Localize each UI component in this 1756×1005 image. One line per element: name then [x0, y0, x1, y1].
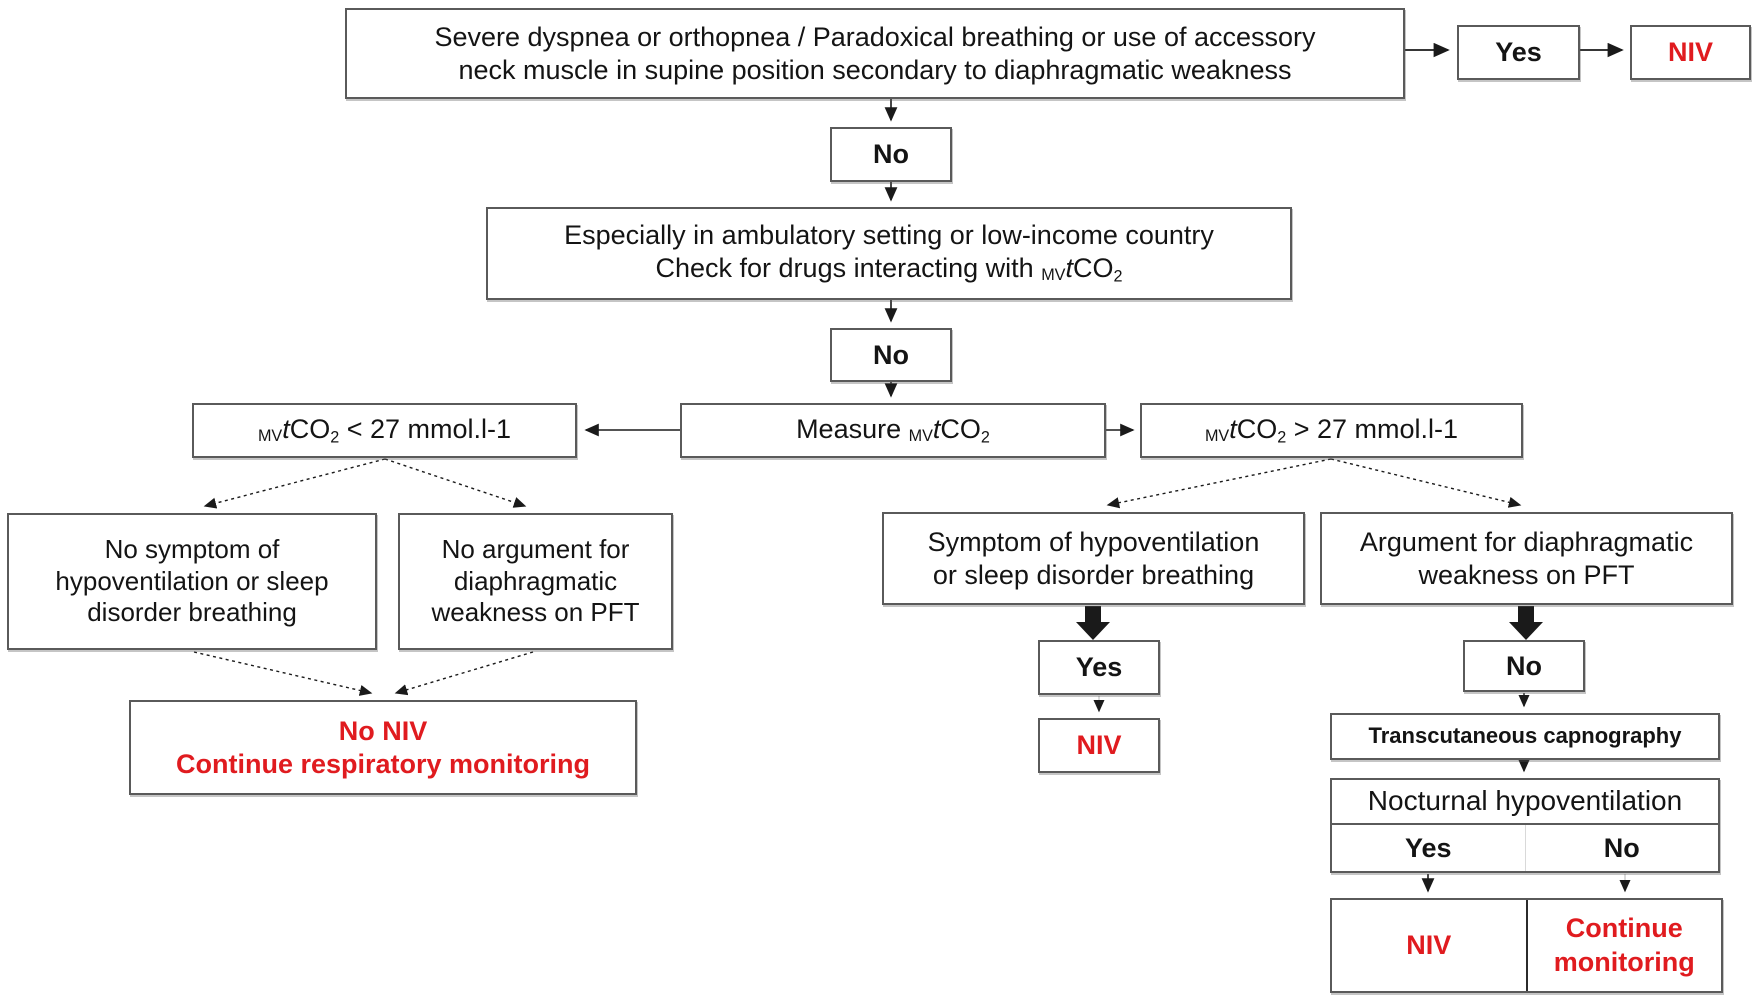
formula-co: CO [940, 413, 981, 444]
formula-subscript-two: 2 [980, 428, 990, 447]
node-text-prefix: Check for drugs interacting with [655, 253, 1042, 284]
node-ambulatory-check: Especially in ambulatory setting or low-… [486, 207, 1292, 300]
node-text-line: MVtCO2 < 27 mmol.l-1 [258, 413, 511, 448]
formula-subscript-mv: MV [908, 426, 933, 445]
node-text-line: Continue respiratory monitoring [175, 748, 591, 779]
node-text-line: No symptom of [104, 533, 280, 564]
arrow-lt27-to-no-argument [384, 458, 527, 508]
node-text-line: neck muscle in supine position secondary… [458, 54, 1292, 85]
nocturnal-yes-no-row: Yes No [1332, 825, 1718, 871]
node-text-line: disorder breathing [87, 597, 297, 628]
node-text-line: monitoring [1553, 946, 1695, 977]
formula-subscript-mv: MV [1041, 266, 1066, 285]
node-text-line: Symptom of hypoventilation [927, 526, 1260, 557]
node-outcome-table: NIV Continue monitoring [1330, 898, 1723, 993]
node-yes-top: Yes [1457, 25, 1580, 80]
node-argument-diaphragmatic: Argument for diaphragmatic weakness on P… [1320, 512, 1733, 605]
node-text-line: Yes [1495, 37, 1542, 68]
node-text-line: No argument for [441, 533, 630, 564]
node-text-line: Yes [1075, 652, 1123, 683]
node-no-pft: No [1463, 640, 1585, 692]
outcome-row: NIV Continue monitoring [1332, 900, 1721, 991]
formula-co: CO [1236, 413, 1278, 444]
node-text-line: No [1506, 650, 1542, 681]
node-text-line: Transcutaneous capnography [1368, 723, 1682, 749]
thick-arrow-symptom-to-yes [1076, 606, 1110, 640]
node-text-line: hypoventilation or sleep [55, 565, 329, 596]
node-niv-symptom: NIV [1038, 718, 1160, 773]
node-text-suffix: < 27 mmol.l-1 [339, 413, 512, 444]
node-text-line: NIV [1076, 730, 1122, 761]
formula-italic-t: t [282, 413, 290, 444]
formula-subscript-mv: MV [257, 426, 283, 445]
arrow-lt27-to-no-symptom [203, 458, 386, 509]
node-no-argument-diaphragmatic: No argument for diaphragmatic weakness o… [398, 513, 673, 650]
thick-arrow-argument-to-no [1509, 606, 1543, 640]
node-no-symptom-hypoventilation: No symptom of hypoventilation or sleep d… [7, 513, 377, 650]
node-text-line: Especially in ambulatory setting or low-… [564, 220, 1214, 251]
node-nocturnal-hypoventilation-table: Nocturnal hypoventilation Yes No [1330, 778, 1720, 873]
node-no-niv-continue-monitoring: No NIV Continue respiratory monitoring [129, 700, 637, 795]
formula-co: CO [289, 413, 331, 444]
node-text-line: diaphragmatic [453, 565, 618, 596]
node-no-after-ambulatory: No [830, 328, 952, 382]
node-text-line: NIV [1667, 37, 1713, 68]
node-text-line: weakness on PFT [1418, 559, 1635, 590]
node-severe-dyspnea: Severe dyspnea or orthopnea / Paradoxica… [345, 8, 1405, 99]
formula-italic-t: t [1065, 253, 1073, 284]
node-mvtco2-below-27: MVtCO2 < 27 mmol.l-1 [192, 403, 577, 458]
arrow-no-argument-to-no-niv [394, 651, 534, 696]
arrow-gt27-to-argument [1330, 458, 1522, 508]
formula-italic-t: t [932, 413, 941, 444]
node-text-suffix: > 27 mmol.l-1 [1286, 413, 1459, 444]
node-text-line: Severe dyspnea or orthopnea / Paradoxica… [434, 21, 1316, 52]
arrow-gt27-to-symptom [1106, 458, 1332, 509]
formula-subscript-two: 2 [330, 428, 340, 447]
formula-co: CO [1072, 253, 1114, 284]
node-text-line: MVtCO2 > 27 mmol.l-1 [1205, 413, 1458, 448]
outcome-continue-cell: Continue monitoring [1528, 900, 1722, 991]
formula-subscript-two: 2 [1113, 267, 1123, 286]
formula-italic-t: t [1229, 413, 1237, 444]
nocturnal-header: Nocturnal hypoventilation [1332, 780, 1718, 825]
node-text-prefix: Measure [796, 413, 909, 444]
outcome-niv-cell: NIV [1332, 900, 1528, 991]
nocturnal-no-cell: No [1603, 832, 1640, 863]
node-text-line: weakness on PFT [431, 597, 640, 628]
formula-subscript-mv: MV [1204, 426, 1230, 445]
node-transcutaneous-capnography: Transcutaneous capnography [1330, 713, 1720, 760]
nocturnal-yes-cell: Yes [1332, 825, 1526, 871]
node-text-line: No [873, 339, 909, 370]
node-mvtco2-above-27: MVtCO2 > 27 mmol.l-1 [1140, 403, 1523, 458]
node-symptom-hypoventilation: Symptom of hypoventilation or sleep diso… [882, 512, 1305, 605]
node-text-line: or sleep disorder breathing [932, 559, 1255, 590]
node-text-line: Continue [1565, 912, 1683, 943]
node-text-line: No [873, 139, 909, 170]
node-text-line: Measure MVtCO2 [796, 413, 990, 448]
arrow-no-symptom-to-no-niv [193, 651, 373, 696]
node-text-line: Argument for diaphragmatic [1359, 526, 1694, 557]
node-niv-top: NIV [1630, 25, 1751, 80]
node-no-after-start: No [830, 127, 952, 182]
node-yes-symptom: Yes [1038, 640, 1160, 695]
node-text-line: No NIV [338, 715, 428, 746]
node-measure-mvtco2: Measure MVtCO2 [680, 403, 1106, 458]
node-text-line: Check for drugs interacting with MVtCO2 [656, 252, 1123, 287]
formula-subscript-two: 2 [1277, 428, 1287, 447]
